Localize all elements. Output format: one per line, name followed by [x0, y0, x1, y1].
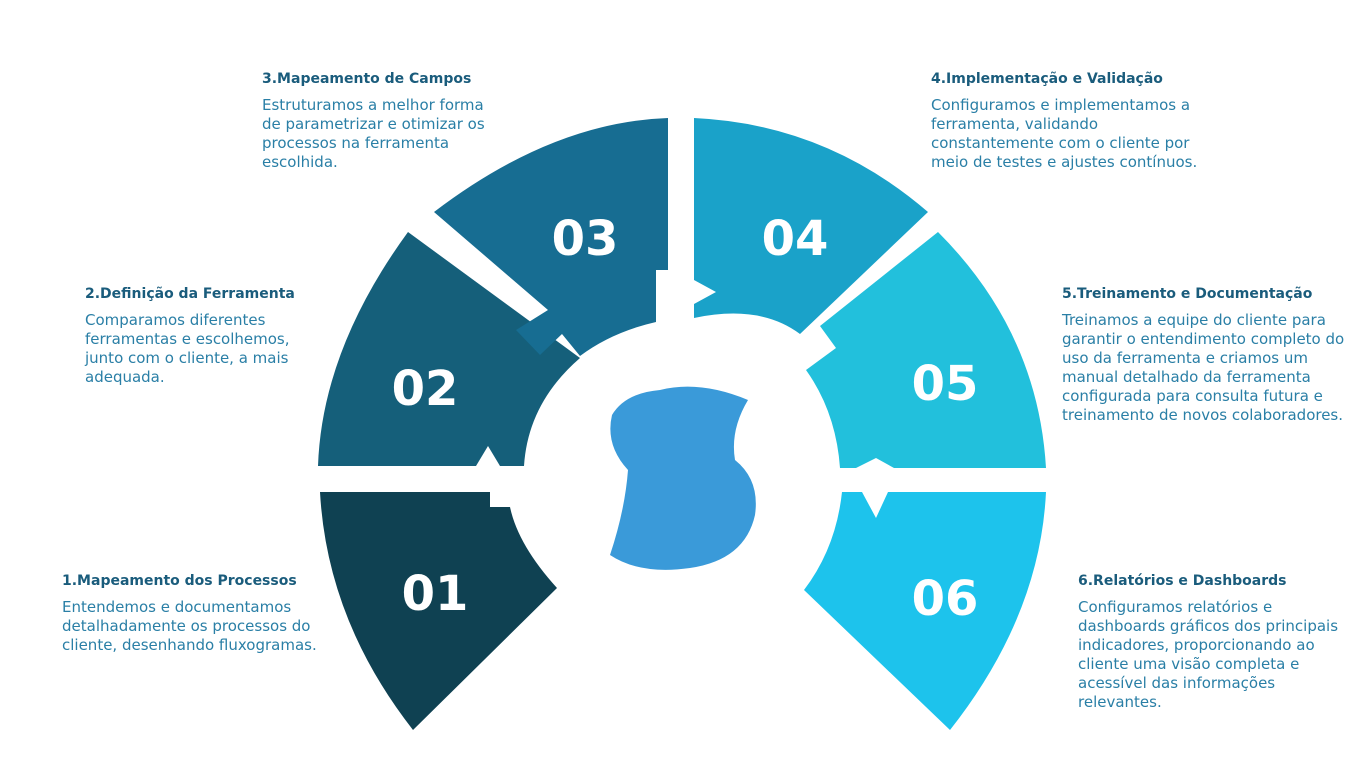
- step-5-title: 5.Treinamento e Documentação: [1062, 286, 1313, 302]
- step-6-title: 6.Relatórios e Dashboards: [1078, 573, 1287, 589]
- step-2-title: 2.Definição da Ferramenta: [85, 286, 295, 302]
- step-3-title: 3.Mapeamento de Campos: [262, 71, 472, 87]
- step-1-text: 1.Mapeamento dos Processos Entendemos e …: [62, 572, 352, 655]
- step-1-title: 1.Mapeamento dos Processos: [62, 573, 297, 589]
- step-3-text: 3.Mapeamento de Campos Estruturamos a me…: [262, 70, 487, 172]
- segment-03: 03: [434, 118, 668, 356]
- segment-05: 05: [806, 232, 1046, 468]
- segment-number-01: 01: [402, 566, 469, 622]
- step-4-title: 4.Implementação e Validação: [931, 71, 1163, 87]
- step-6-desc: Configuramos relatórios e dashboards grá…: [1078, 598, 1339, 711]
- segment-number-02: 02: [392, 361, 459, 417]
- segment-04: 04: [694, 118, 928, 334]
- segment-number-03: 03: [552, 211, 619, 267]
- step-1-desc: Entendemos e documentamos detalhadamente…: [62, 598, 317, 654]
- step-5-desc: Treinamos a equipe do cliente para garan…: [1062, 311, 1345, 424]
- step-2-text: 2.Definição da Ferramenta Comparamos dif…: [85, 285, 330, 387]
- segment-06: 06: [804, 492, 1046, 730]
- segment-01: 01: [320, 492, 557, 730]
- step-4-text: 4.Implementação e Validação Configuramos…: [931, 70, 1211, 172]
- segment-number-05: 05: [912, 356, 979, 412]
- step-5-text: 5.Treinamento e Documentação Treinamos a…: [1062, 285, 1347, 425]
- step-6-text: 6.Relatórios e Dashboards Configuramos r…: [1078, 572, 1353, 712]
- step-4-desc: Configuramos e implementamos a ferrament…: [931, 96, 1198, 171]
- step-3-desc: Estruturamos a melhor forma de parametri…: [262, 96, 485, 171]
- segment-number-04: 04: [762, 211, 829, 267]
- s-logo-icon: [610, 386, 756, 570]
- segment-02: 02: [318, 232, 580, 466]
- segment-number-06: 06: [912, 571, 979, 627]
- step-2-desc: Comparamos diferentes ferramentas e esco…: [85, 311, 290, 386]
